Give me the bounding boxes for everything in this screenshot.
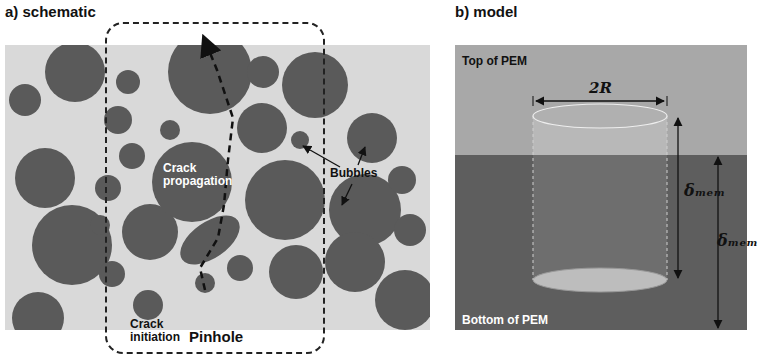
callout-label: Bubbles	[330, 167, 377, 180]
bubble	[282, 52, 348, 118]
bubble	[388, 166, 416, 194]
bubble	[394, 214, 426, 246]
bubble	[247, 56, 279, 88]
diameter-arrow	[536, 100, 664, 101]
leader-line	[303, 146, 340, 167]
cylinder-base	[533, 268, 667, 292]
dimension-label: 2R	[589, 80, 612, 97]
bubble	[133, 290, 163, 320]
bubble-group	[9, 45, 430, 330]
bubble	[375, 270, 430, 330]
bubble	[269, 245, 323, 299]
bubble	[9, 84, 41, 116]
bubble	[95, 175, 121, 201]
tick	[667, 96, 668, 106]
bubble	[15, 148, 75, 208]
bubble	[172, 206, 248, 274]
region-label: Pinhole	[189, 328, 243, 345]
dimension-label: δₘₑₘ	[717, 232, 758, 250]
bubble	[119, 143, 145, 169]
region-label: Bottom of PEM	[462, 314, 548, 327]
cylinder-side	[533, 116, 534, 280]
bubble	[45, 45, 105, 102]
callout-label: Crack initiation	[130, 318, 192, 344]
region-label: Top of PEM	[462, 55, 527, 68]
bubble	[347, 113, 397, 163]
panel-title: b) model	[455, 4, 518, 21]
cylinder-top	[533, 104, 667, 128]
dimension-label: δₘₑₘ	[684, 182, 725, 200]
cylinder-bottom-part	[533, 155, 667, 280]
bubble	[325, 232, 385, 292]
bubble	[90, 215, 110, 235]
panel-title: a) schematic	[5, 4, 96, 21]
pem-top	[455, 45, 747, 155]
thickness-arrow	[677, 118, 678, 278]
leader-line	[342, 184, 352, 205]
crack-path	[200, 38, 233, 290]
tick	[533, 96, 534, 106]
bubble	[227, 255, 253, 281]
bubble	[104, 106, 132, 134]
leader-line	[358, 147, 365, 165]
cylinder-side	[667, 116, 668, 280]
bubble	[12, 292, 64, 330]
bubble	[152, 142, 232, 222]
bubble	[237, 103, 287, 153]
bubble	[245, 160, 325, 240]
pem-bottom	[455, 155, 747, 330]
bubble	[99, 261, 125, 287]
bubble	[116, 70, 140, 94]
bubble	[160, 120, 180, 140]
callout-label: Crack propagation	[163, 162, 223, 188]
bubble	[291, 131, 309, 149]
